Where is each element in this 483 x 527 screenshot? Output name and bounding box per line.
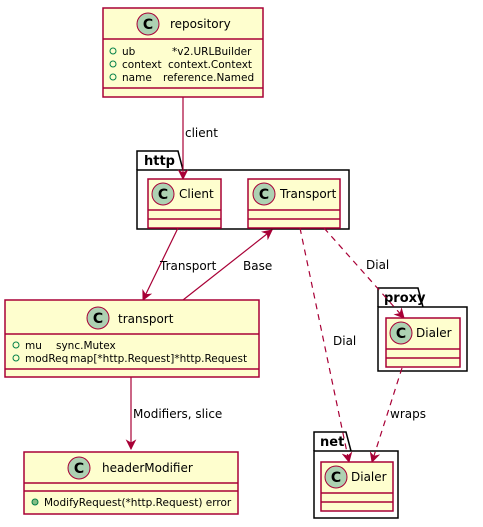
- class-name: repository: [170, 17, 231, 31]
- edge-label-base: Base: [243, 259, 272, 273]
- class-icon: C: [259, 187, 269, 203]
- public-field-icon: [109, 60, 117, 68]
- field-name: name: [122, 72, 152, 84]
- package-net-label: net: [320, 435, 344, 450]
- class-name: transport: [118, 312, 174, 326]
- edge-transport-base: Base: [182, 229, 273, 301]
- edge-label-client: client: [185, 126, 218, 140]
- field-type: sync.Mutex: [56, 340, 116, 352]
- package-http-label: http: [144, 154, 175, 169]
- public-method-icon: [31, 498, 39, 506]
- public-field-icon: [109, 73, 117, 81]
- class-name: headerModifier: [102, 461, 193, 475]
- edge-label-dial-net: Dial: [333, 334, 356, 348]
- class-name: Client: [179, 187, 214, 201]
- class-icon: C: [158, 187, 168, 203]
- edge-label-modifiers: Modifiers, slice: [133, 407, 222, 421]
- public-field-icon: [109, 47, 117, 55]
- class-headermodifier[interactable]: C headerModifier ModifyRequest(*http.Req…: [23, 451, 239, 515]
- field-type: context.Context: [168, 59, 252, 71]
- edge-label-dial-proxy: Dial: [366, 258, 389, 272]
- field-type: map[*http.Request]*http.Request: [70, 353, 247, 365]
- field-type: *v2.URLBuilder: [172, 46, 252, 58]
- class-net-dialer[interactable]: C Dialer: [320, 461, 394, 512]
- method-signature: ModifyRequest(*http.Request) error: [44, 497, 232, 509]
- edge-repository-client: client: [177, 97, 218, 181]
- field-type: reference.Named: [163, 72, 254, 84]
- class-proxy-dialer[interactable]: C Dialer: [385, 317, 461, 368]
- class-repository[interactable]: C repository ub *v2.URLBuilder context c…: [102, 7, 264, 98]
- class-icon: C: [74, 461, 84, 477]
- field-name: ub: [122, 46, 136, 58]
- field-name: context: [122, 59, 162, 71]
- field-name: mu: [25, 340, 42, 352]
- edge-label-wraps: wraps: [390, 407, 426, 421]
- edge-transport-net-dial: Dial: [299, 227, 356, 464]
- class-transport[interactable]: C transport mu sync.Mutex modReq map[*ht…: [4, 299, 260, 378]
- class-icon: C: [93, 311, 103, 327]
- class-name: Transport: [279, 187, 337, 201]
- edge-proxy-dialer-net-dialer: wraps: [369, 367, 426, 464]
- edge-transport-headermodifier: Modifiers, slice: [125, 377, 222, 451]
- class-http-client[interactable]: C Client: [147, 178, 222, 229]
- class-http-transport[interactable]: C Transport: [247, 178, 341, 229]
- package-proxy-label: proxy: [384, 291, 426, 306]
- class-icon: C: [143, 17, 153, 33]
- field-name: modReq: [25, 353, 68, 365]
- class-icon: C: [396, 326, 406, 342]
- edge-label-transport: Transport: [159, 259, 217, 273]
- edge-client-transport: Transport: [142, 227, 217, 301]
- class-name: Dialer: [351, 470, 387, 484]
- edge-transport-proxy-dial: Dial: [323, 227, 405, 319]
- class-name: Dialer: [416, 326, 452, 340]
- public-field-icon: [12, 341, 20, 349]
- public-field-icon: [12, 354, 20, 362]
- class-icon: C: [331, 470, 341, 486]
